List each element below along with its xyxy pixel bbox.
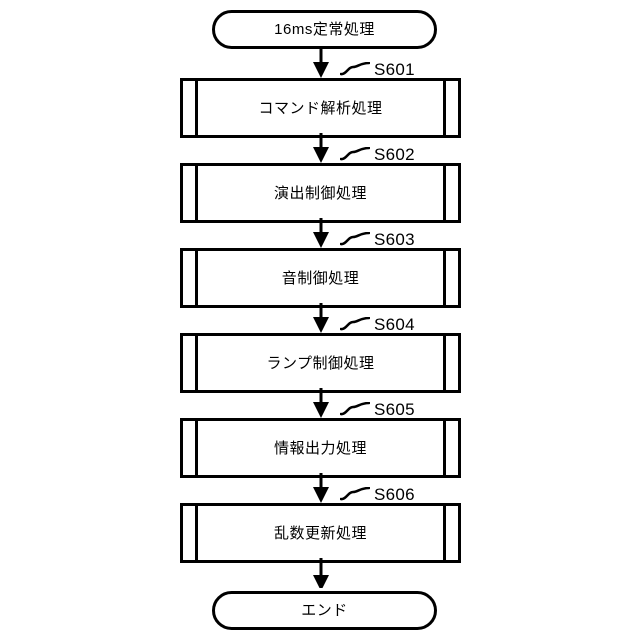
connector-arrow-2: [300, 133, 342, 163]
connector-arrow-5: [300, 388, 342, 418]
predefined-process-bar-right: [443, 506, 446, 560]
predefined-process-bar-left: [195, 166, 198, 220]
process-box-label: 情報出力処理: [273, 439, 367, 457]
terminal-start: 16ms定常処理: [212, 10, 437, 49]
process-box-label: 乱数更新処理: [273, 524, 367, 542]
process-box-label: 音制御処理: [281, 269, 360, 287]
predefined-process-bar-left: [195, 251, 198, 305]
predefined-process-bar-right: [443, 81, 446, 135]
step-ref-s603: S603: [340, 226, 415, 252]
predefined-process-bar-right: [443, 336, 446, 390]
step-ref-label: S601: [374, 59, 415, 79]
step-ref-s605: S605: [340, 396, 415, 422]
process-box-s605[interactable]: 情報出力処理: [180, 418, 461, 478]
process-box-s606[interactable]: 乱数更新処理: [180, 503, 461, 563]
terminal-end-label: エンド: [301, 602, 348, 619]
terminal-start-label: 16ms定常処理: [274, 21, 375, 38]
process-box-label: コマンド解析処理: [258, 99, 383, 117]
connector-arrow-6: [300, 473, 342, 503]
leader-squiggle-icon: [340, 487, 370, 501]
step-ref-s602: S602: [340, 141, 415, 167]
predefined-process-bar-left: [195, 81, 198, 135]
predefined-process-bar-left: [195, 506, 198, 560]
leader-squiggle-icon: [340, 317, 370, 331]
step-ref-s601: S601: [340, 56, 415, 82]
terminal-end: エンド: [212, 591, 437, 630]
leader-squiggle-icon: [340, 232, 370, 246]
connector-arrow-7: [300, 558, 342, 588]
step-ref-s606: S606: [340, 481, 415, 507]
step-ref-label: S603: [374, 229, 415, 249]
leader-squiggle-icon: [340, 147, 370, 161]
process-box-s604[interactable]: ランプ制御処理: [180, 333, 461, 393]
step-ref-label: S602: [374, 144, 415, 164]
predefined-process-bar-right: [443, 421, 446, 475]
process-box-label: ランプ制御処理: [266, 354, 375, 372]
step-ref-label: S604: [374, 314, 415, 334]
leader-squiggle-icon: [340, 402, 370, 416]
step-ref-label: S606: [374, 484, 415, 504]
predefined-process-bar-left: [195, 421, 198, 475]
step-ref-label: S605: [374, 399, 415, 419]
leader-squiggle-icon: [340, 62, 370, 76]
process-box-label: 演出制御処理: [273, 184, 367, 202]
connector-arrow-4: [300, 303, 342, 333]
predefined-process-bar-right: [443, 251, 446, 305]
process-box-s602[interactable]: 演出制御処理: [180, 163, 461, 223]
predefined-process-bar-left: [195, 336, 198, 390]
process-box-s603[interactable]: 音制御処理: [180, 248, 461, 308]
predefined-process-bar-right: [443, 166, 446, 220]
process-box-s601[interactable]: コマンド解析処理: [180, 78, 461, 138]
connector-arrow-3: [300, 218, 342, 248]
step-ref-s604: S604: [340, 311, 415, 337]
connector-arrow-1: [300, 48, 342, 78]
